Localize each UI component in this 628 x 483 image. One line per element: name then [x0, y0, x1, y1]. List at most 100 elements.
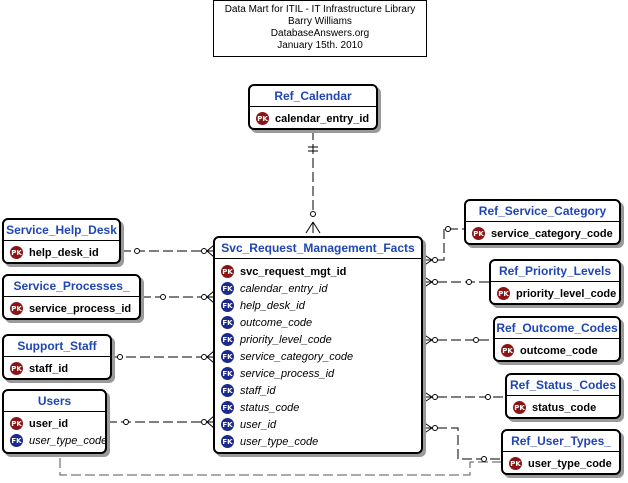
attribute-name: outcome_code — [520, 344, 598, 357]
primary-key-icon: PK — [221, 265, 234, 278]
primary-key-icon: PK — [10, 302, 23, 315]
attribute-row: FK user_type_code — [10, 432, 107, 449]
attribute-name: user_id — [29, 417, 69, 430]
entity-ref-status-codes[interactable]: Ref_Status_Codes PK status_code — [505, 373, 621, 419]
primary-key-icon: PK — [509, 457, 522, 470]
entity-ref-priority-levels[interactable]: Ref_Priority_Levels PK priority_level_co… — [489, 259, 621, 305]
entity-users[interactable]: Users PK user_id FK user_type_code — [2, 389, 107, 454]
entity-name: Users — [4, 391, 105, 412]
entity-support-staff[interactable]: Support_Staff PK staff_id — [2, 334, 112, 380]
attribute-name: priority_level_code — [240, 333, 332, 346]
attribute-name: calendar_entry_id — [275, 112, 370, 125]
attribute-row: FK calendar_entry_id — [221, 280, 415, 297]
attribute-name: service_process_id — [29, 302, 132, 315]
attribute-name: status_code — [532, 401, 597, 414]
attribute-name: priority_level_code — [516, 287, 617, 300]
entity-service-processes[interactable]: Service_Processes_ PK service_process_id — [2, 274, 141, 320]
foreign-key-icon: FK — [221, 316, 234, 329]
foreign-key-icon: FK — [221, 367, 234, 380]
entity-name: Svc_Request_Management_Facts — [215, 238, 421, 259]
attribute-row: FK user_type_code — [221, 433, 415, 450]
entity-name: Ref_Outcome_Codes — [495, 318, 619, 339]
primary-key-icon: PK — [10, 246, 23, 259]
attribute-row: FK service_process_id — [221, 365, 415, 382]
attribute-name: service_category_code — [491, 227, 613, 240]
foreign-key-icon: FK — [221, 299, 234, 312]
primary-key-icon: PK — [472, 227, 485, 240]
relationship-facts-service-category — [422, 226, 464, 267]
entity-ref-service-category[interactable]: Ref_Service_Category PK service_category… — [464, 199, 621, 245]
foreign-key-icon: FK — [10, 434, 23, 447]
attribute-name: service_category_code — [240, 350, 354, 363]
attribute-name: help_desk_id — [29, 246, 99, 259]
attribute-row: FK help_desk_id — [221, 297, 415, 314]
attribute-row: PK help_desk_id — [10, 244, 113, 261]
entity-name: Support_Staff — [4, 336, 110, 357]
relationship-facts-outcome-codes — [422, 333, 493, 347]
relationship-service-processes-facts — [141, 290, 215, 304]
attribute-row: FK priority_level_code — [221, 331, 415, 348]
attribute-row: PK user_type_code — [509, 455, 613, 472]
primary-key-icon: PK — [513, 401, 526, 414]
relationship-support-staff-facts — [112, 350, 215, 364]
foreign-key-icon: FK — [221, 384, 234, 397]
foreign-key-icon: FK — [221, 282, 234, 295]
attribute-name: user_type_code — [240, 435, 319, 448]
entity-name: Ref_Priority_Levels — [491, 261, 619, 282]
relationship-help-desk-facts — [121, 244, 215, 258]
primary-key-icon: PK — [501, 344, 514, 357]
attribute-row: PK svc_request_mgt_id — [221, 263, 415, 280]
attribute-name: user_type_code — [528, 457, 612, 470]
attribute-name: staff_id — [240, 384, 276, 397]
attribute-row: PK service_category_code — [472, 225, 613, 242]
entity-ref-user-types[interactable]: Ref_User_Types_ PK user_type_code — [501, 429, 621, 475]
entity-ref-calendar[interactable]: Ref_Calendar PK calendar_entry_id — [248, 84, 378, 130]
entity-name: Ref_Service_Category — [466, 201, 619, 222]
attribute-name: calendar_entry_id — [240, 282, 328, 295]
attribute-name: help_desk_id — [240, 299, 305, 312]
entity-name: Ref_Status_Codes — [507, 375, 619, 396]
relationship-facts-user-types — [422, 421, 501, 462]
attribute-row: PK calendar_entry_id — [256, 110, 370, 127]
entity-service-help-desk[interactable]: Service_Help_Desk PK help_desk_id — [2, 218, 121, 264]
primary-key-icon: PK — [10, 417, 23, 430]
entity-svc-request-management-facts[interactable]: Svc_Request_Management_Facts PK svc_requ… — [213, 236, 423, 454]
attribute-row: PK priority_level_code — [497, 285, 617, 302]
entity-ref-outcome-codes[interactable]: Ref_Outcome_Codes PK outcome_code — [493, 316, 621, 362]
attribute-row: FK user_id — [221, 416, 415, 433]
attribute-name: status_code — [240, 401, 300, 414]
attribute-name: service_process_id — [240, 367, 335, 380]
title-line-2: Barry Williams — [288, 16, 352, 27]
attribute-name: svc_request_mgt_id — [240, 265, 347, 278]
entity-name: Ref_User_Types_ — [503, 431, 619, 452]
title-line-4: January 15th. 2010 — [277, 40, 363, 51]
foreign-key-icon: FK — [221, 350, 234, 363]
foreign-key-icon: FK — [221, 435, 234, 448]
primary-key-icon: PK — [497, 287, 510, 300]
attribute-row: FK outcome_code — [221, 314, 415, 331]
foreign-key-icon: FK — [221, 333, 234, 346]
attribute-row: PK service_process_id — [10, 300, 133, 317]
foreign-key-icon: FK — [221, 401, 234, 414]
attribute-name: outcome_code — [240, 316, 313, 329]
attribute-row: PK status_code — [513, 399, 613, 416]
title-line-1: Data Mart for ITIL - IT Infrastructure L… — [224, 4, 416, 15]
attribute-row: FK staff_id — [221, 382, 415, 399]
diagram-title-box: Data Mart for ITIL - IT Infrastructure L… — [213, 0, 427, 57]
relationship-users-facts — [107, 415, 215, 429]
entity-name: Service_Help_Desk — [4, 220, 119, 241]
primary-key-icon: PK — [10, 362, 23, 375]
attribute-row: PK staff_id — [10, 360, 104, 377]
attribute-row: PK outcome_code — [501, 342, 613, 359]
attribute-name: user_id — [240, 418, 277, 431]
attribute-row: FK service_category_code — [221, 348, 415, 365]
relationship-facts-priority-levels — [422, 275, 489, 289]
attribute-name: staff_id — [29, 362, 69, 375]
attribute-row: PK user_id — [10, 415, 99, 432]
relationship-facts-status-codes — [422, 390, 505, 404]
entity-name: Ref_Calendar — [250, 86, 376, 107]
relationship-users-user-types — [59, 458, 501, 476]
foreign-key-icon: FK — [221, 418, 234, 431]
attribute-row: FK status_code — [221, 399, 415, 416]
